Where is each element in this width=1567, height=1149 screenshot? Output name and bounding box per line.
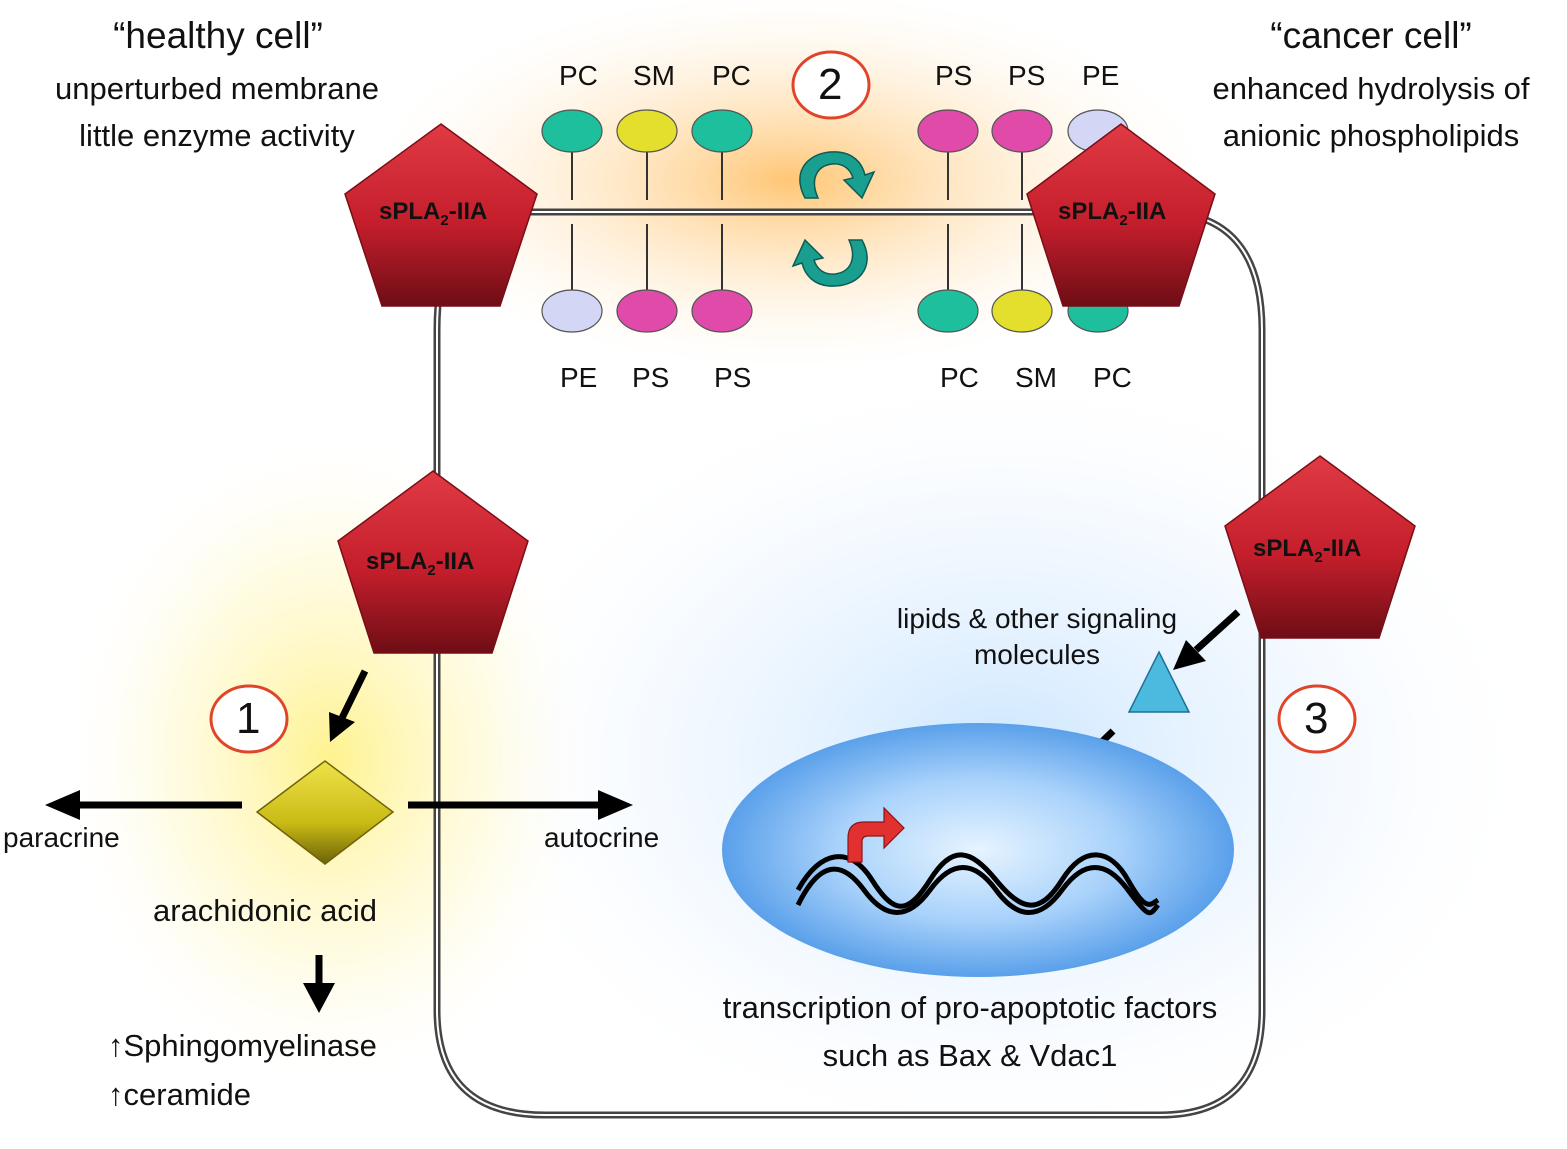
arachidonic-acid-diamond [255, 760, 395, 865]
signaling-molecule-triangle [1127, 650, 1191, 713]
healthy-cell-line1: unperturbed membrane [55, 71, 379, 106]
ceramide-label: ↑ceramide [108, 1077, 251, 1112]
enzyme-to-aa-arrow [338, 669, 369, 720]
enzyme-pentagon-shapes [337, 123, 1416, 654]
lipid-head-sm [616, 109, 678, 153]
arachidonic-acid-label: arachidonic acid [153, 893, 378, 928]
lipid-label: PC [559, 60, 598, 91]
lipid-label: PE [560, 362, 598, 393]
arrowhead-icon [1173, 640, 1206, 670]
flip-flop-arrows-icon [791, 151, 876, 287]
dna-helix-icon [795, 852, 1160, 916]
step-number-3: 3 [1304, 694, 1329, 743]
step-circle-1 [209, 684, 289, 754]
cancer-cell-line1: enhanced hydrolysis of [1212, 71, 1530, 106]
nucleus [722, 723, 1234, 977]
signaling-molecules-line1: lipids & other signaling [896, 603, 1178, 634]
step-number-2: 2 [818, 60, 843, 109]
cancer-cell-line2: anionic phospholipids [1222, 118, 1520, 153]
step-circle-2 [791, 50, 871, 120]
lipid-head-ps [917, 109, 979, 153]
membrane-glow [370, 0, 1210, 370]
lipid-label: PC [712, 60, 751, 91]
lipid-label: PC [940, 362, 979, 393]
enzyme-label-left: sPLA2-IIA [366, 548, 475, 579]
healthy-cell-title: “healthy cell” [113, 15, 323, 56]
lipid-head-pc [917, 289, 979, 333]
lipid-head-sm [991, 289, 1053, 333]
enzyme-label-right: sPLA2-IIA [1253, 535, 1362, 566]
healthy-cell-line2: little enzyme activity [79, 118, 355, 153]
arrowhead-icon [45, 790, 80, 820]
lipid-label: PS [1008, 60, 1046, 91]
paracrine-label: paracrine [3, 822, 120, 853]
lipid-head-ps [991, 109, 1053, 153]
transcription-label-line1: transcription of pro-apoptotic factors [722, 990, 1218, 1025]
autocrine-label: autocrine [544, 822, 660, 853]
lipid-head-pc [541, 109, 603, 153]
lipid-label: SM [1015, 362, 1057, 393]
lipid-label: PS [632, 362, 670, 393]
lipid-label: PE [1082, 60, 1120, 91]
lipid-head-pe [541, 289, 603, 333]
enzyme-label-top-right: sPLA2-IIA [1058, 198, 1167, 229]
arrowhead-icon [303, 983, 335, 1013]
lipid-head-ps [616, 289, 678, 333]
lipid-label: PC [1093, 362, 1132, 393]
signaling-molecules-line2: molecules [973, 639, 1101, 670]
lipid-label: SM [633, 60, 675, 91]
enzyme-to-signal-arrow [1193, 609, 1241, 653]
cancer-cell-title: “cancer cell” [1270, 15, 1472, 56]
step-circle-3 [1277, 684, 1357, 754]
step-number-1: 1 [236, 694, 261, 743]
transcription-arrow-icon [847, 806, 905, 863]
arrowhead-icon [329, 712, 355, 742]
lipid-label: PS [935, 60, 973, 91]
transcription-label-line2: such as Bax & Vdac1 [822, 1038, 1118, 1073]
arrowhead-icon [598, 790, 633, 820]
lipid-head-pc [691, 109, 753, 153]
sphingomyelinase-label: ↑Sphingomyelinase [108, 1028, 377, 1063]
lipid-head-ps [691, 289, 753, 333]
enzyme-label-top-left: sPLA2-IIA [379, 198, 488, 229]
lipid-tails [571, 150, 1023, 292]
lipid-label: PS [714, 362, 752, 393]
